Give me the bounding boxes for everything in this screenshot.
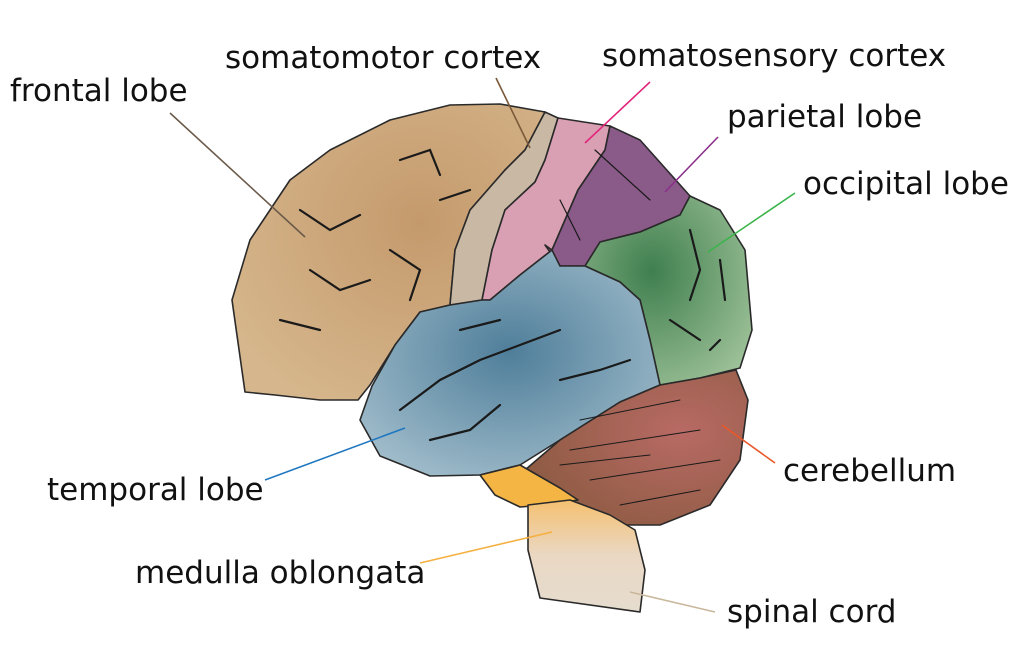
cerebellum-region bbox=[524, 369, 749, 526]
leader-cerebellum bbox=[721, 424, 776, 464]
leader-medulla-oblongata bbox=[419, 531, 553, 564]
label-temporal-lobe: temporal lobe bbox=[47, 472, 264, 508]
label-occipital-lobe: occipital lobe bbox=[803, 166, 1009, 202]
labels: somatomotor cortex somatosensory cortex … bbox=[10, 38, 1009, 630]
brain-folds bbox=[278, 148, 727, 506]
label-parietal-lobe: parietal lobe bbox=[727, 99, 922, 135]
label-somatosensory-cortex: somatosensory cortex bbox=[602, 38, 946, 74]
leader-frontal-lobe bbox=[169, 112, 306, 238]
leader-occipital-lobe bbox=[707, 192, 796, 253]
label-somatomotor-cortex: somatomotor cortex bbox=[225, 40, 541, 76]
label-spinal-cord: spinal cord bbox=[727, 594, 896, 630]
leader-lines bbox=[169, 77, 796, 613]
leader-parietal-lobe bbox=[664, 136, 719, 193]
label-frontal-lobe: frontal lobe bbox=[10, 73, 188, 109]
leader-somatosensory-cortex bbox=[584, 81, 651, 144]
spinal-cord-region bbox=[527, 499, 646, 613]
leader-temporal-lobe bbox=[264, 427, 406, 481]
label-medulla-oblongata: medulla oblongata bbox=[135, 555, 425, 591]
label-cerebellum: cerebellum bbox=[783, 453, 956, 489]
leader-spinal-cord bbox=[629, 591, 716, 613]
leader-somatomotor-cortex bbox=[495, 77, 531, 149]
